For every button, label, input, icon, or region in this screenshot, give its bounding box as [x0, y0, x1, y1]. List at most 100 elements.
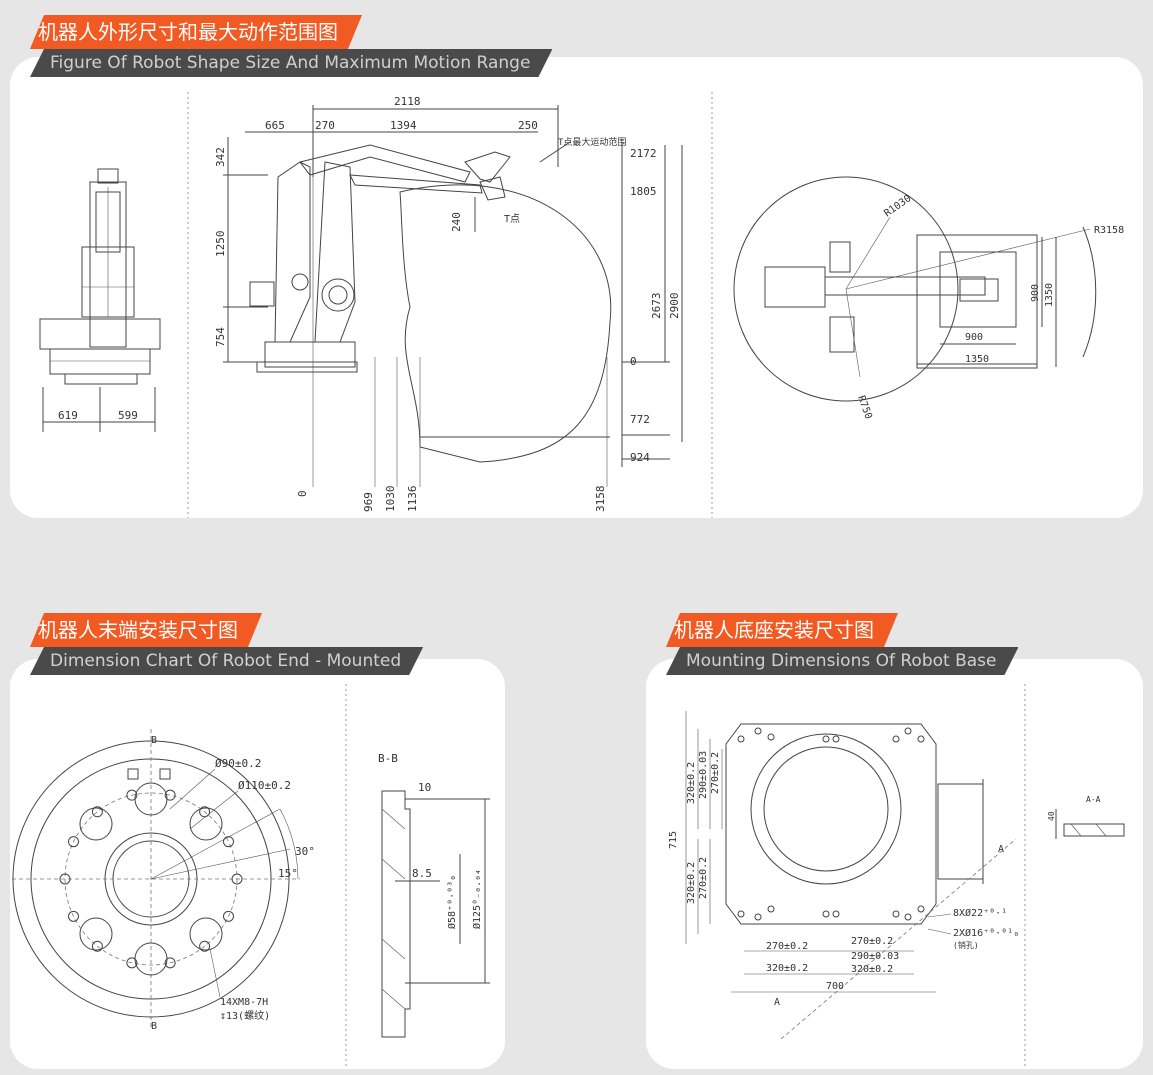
top-radius-1030: R1030: [882, 193, 913, 219]
front-dim-619: 619: [58, 409, 78, 422]
top-dim-900-v: 900: [1030, 284, 1041, 302]
side-dim-1030: 1030: [384, 486, 397, 513]
shape-panel: 619 599: [10, 57, 1143, 518]
side-point-label: T点: [504, 213, 520, 225]
shape-title-cn: 机器人外形尺寸和最大动作范围图: [30, 15, 362, 49]
base-mount-hole: [767, 733, 775, 741]
flange-counterbore: [79, 807, 113, 841]
side-dim-1136: 1136: [406, 486, 419, 513]
side-note: T点最大运动范围: [558, 136, 626, 148]
side-dim-1805: 1805: [630, 185, 657, 198]
flange-counterbore: [134, 942, 168, 976]
side-dim-2673: 2673: [650, 293, 663, 320]
base-h-290: 290±0.03: [851, 951, 899, 962]
flange-bolt-hole: [222, 836, 234, 848]
flange-bolt-hole: [199, 940, 211, 952]
side-dim-969: 969: [362, 492, 375, 512]
base-plate-view: [685, 711, 1017, 1040]
side-dim-240: 240: [450, 212, 463, 232]
flange-bolt-hole: [199, 806, 211, 818]
side-dim-2900: 2900: [668, 293, 681, 320]
front-dim-599: 599: [118, 409, 138, 422]
base-mount-hole: [822, 735, 830, 743]
end-title-en: Dimension Chart Of Robot End - Mounted: [30, 647, 423, 675]
base-drawing: 320±0.2 290±0.03 270±0.2 715 320±0.2 270…: [668, 684, 1125, 1069]
flange-holes-depth: ↧13(螺纹): [220, 1009, 270, 1022]
base-section-mark-bottom: A: [774, 997, 780, 1008]
side-view: [223, 105, 683, 487]
flange-bolt-hole: [126, 957, 138, 969]
base-v-715: 715: [668, 831, 679, 849]
flange-d90: Ø90±0.2: [215, 757, 261, 770]
side-dim-2172: 2172: [630, 147, 657, 160]
flange-angle-30: 30°: [295, 845, 315, 858]
base-pin-spec: 2XØ16⁺⁰·⁰¹₀: [953, 927, 1019, 939]
flange-section-label-top: B: [151, 735, 157, 746]
flange-counterbore: [189, 807, 223, 841]
side-dim-772: 772: [630, 413, 650, 426]
base-v-270-bottom: 270±0.2: [698, 857, 709, 899]
shape-title-en: Figure Of Robot Shape Size And Maximum M…: [30, 49, 552, 77]
flange-bolt-hole: [126, 789, 138, 801]
base-h-320-right: 320±0.2: [851, 964, 893, 975]
base-v-270-top: 270±0.2: [710, 752, 721, 794]
base-mount-hole: [892, 735, 900, 743]
side-dim-1394: 1394: [390, 119, 417, 132]
top-dim-1350-v: 1350: [1044, 283, 1055, 307]
flange-section-view: [381, 790, 490, 1038]
base-title-en: Mounting Dimensions Of Robot Base: [666, 647, 1018, 675]
flange-counterbore: [79, 917, 113, 951]
shape-drawing: 619 599: [39, 92, 1124, 518]
base-mount-hole: [737, 735, 745, 743]
end-panel: B B Ø90±0.2 Ø110±0.2 30° 15° 14XM8-7H ↧1…: [10, 659, 505, 1069]
flange-bolt-hole: [59, 873, 71, 885]
flange-bolt-hole: [91, 940, 103, 952]
base-holes: [737, 727, 925, 921]
base-mount-hole: [754, 913, 762, 921]
top-dim-1350-h: 1350: [965, 354, 989, 365]
flange-d110: Ø110±0.2: [238, 779, 291, 792]
base-mount-hole: [832, 735, 840, 743]
base-aa-label: A-A: [1086, 795, 1101, 804]
base-mount-hole: [832, 910, 840, 918]
base-pin-note: (销孔): [953, 940, 979, 950]
side-dim-665: 665: [265, 119, 285, 132]
side-dim-270: 270: [315, 119, 335, 132]
base-h-320-left: 320±0.2: [766, 963, 808, 974]
base-v-320-bottom: 320±0.2: [686, 862, 697, 904]
base-panel: 320±0.2 290±0.03 270±0.2 715 320±0.2 270…: [646, 659, 1143, 1069]
base-section-mark-top: A: [998, 844, 1004, 855]
base-mount-hole: [737, 910, 745, 918]
side-dim-250: 250: [518, 119, 538, 132]
flange-angle-15: 15°: [278, 867, 298, 880]
base-h-270-left: 270±0.2: [766, 941, 808, 952]
flange-bolt-hole: [222, 910, 234, 922]
flange-bolt-hole: [91, 806, 103, 818]
base-v-290: 290±0.03: [698, 751, 709, 799]
side-dim-924: 924: [630, 451, 650, 464]
top-view: [733, 176, 1097, 402]
section-label: B-B: [378, 752, 398, 765]
flange-bolt-hole: [164, 789, 176, 801]
side-dim-3158: 3158: [594, 486, 607, 513]
base-title-cn: 机器人底座安装尺寸图: [666, 613, 898, 647]
side-dim-0-bottom: 0: [296, 490, 309, 497]
flange-bolt-hole: [164, 957, 176, 969]
side-dim-1250: 1250: [214, 231, 227, 258]
base-aa-dim: 40: [1047, 811, 1056, 821]
base-aa-section: [1055, 809, 1125, 839]
base-mount-hole: [904, 913, 912, 921]
side-dim-0-right: 0: [630, 355, 637, 368]
flange-section-label-bottom: B: [151, 1021, 157, 1032]
base-mount-hole: [892, 910, 900, 918]
base-mount-hole: [904, 727, 912, 735]
base-h-270-right: 270±0.2: [851, 936, 893, 947]
top-dim-900-h: 900: [965, 332, 983, 343]
side-dim-754: 754: [214, 327, 227, 347]
base-mount-hole: [917, 735, 925, 743]
front-view: [39, 168, 161, 432]
side-dim-2118: 2118: [394, 95, 421, 108]
section-dim-10: 10: [418, 781, 431, 794]
base-v-320-top: 320±0.2: [686, 762, 697, 804]
side-dim-342: 342: [214, 147, 227, 167]
